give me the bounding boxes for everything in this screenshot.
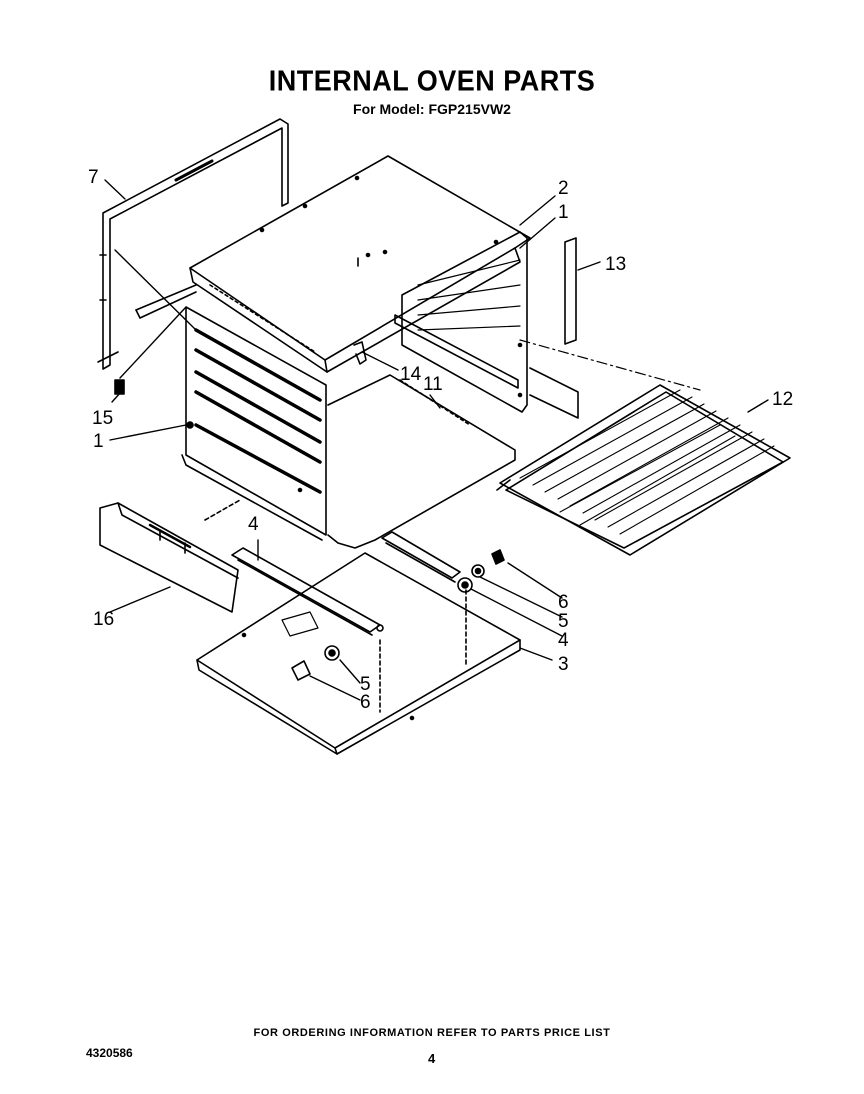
ordering-note: FOR ORDERING INFORMATION REFER TO PARTS … [253,1027,611,1039]
part-1-left-side-panel [135,284,327,541]
parts-5-6-right-hardware [457,549,505,593]
callout-labels: 7 2 1 13 14 11 15 1 12 4 16 6 5 4 3 5 6 [88,167,793,713]
callout-leader-lines [104,179,769,701]
parts-5-6-left-hardware [291,645,340,681]
part-15-clip [114,379,125,395]
callout-5-left: 5 [360,674,371,695]
part-12-oven-rack [496,384,791,556]
callout-13: 13 [605,254,626,275]
document-number: 4320586 [86,1046,133,1060]
callout-6-right: 6 [558,592,569,613]
callout-3: 3 [558,654,569,675]
page-number: 4 [428,1051,436,1066]
part-16-front-trim [99,499,241,613]
part-13-bracket [519,237,701,391]
part-14-hook [353,341,367,365]
callout-16: 16 [93,609,114,630]
callout-11: 11 [423,374,443,395]
part-11-bottom-liner [327,374,516,549]
callout-7: 7 [88,167,99,188]
callout-1-upper: 1 [558,202,569,223]
part-3-bottom-panel [196,552,521,755]
page-title: INTERNAL OVEN PARTS [268,65,596,97]
callout-14: 14 [400,364,422,385]
callout-1-left: 1 [93,431,104,452]
callout-4-right: 4 [558,630,569,651]
part-1-right-side-panel [394,231,579,419]
callout-12: 12 [772,389,793,410]
callout-4-left: 4 [248,514,259,535]
part-2-cavity-top [189,155,531,373]
part-4-right-channel [381,531,461,583]
callout-15: 15 [92,408,113,429]
model-subtitle: For Model: FGP215VW2 [353,101,511,117]
callout-6-left: 6 [360,692,371,713]
callout-2: 2 [558,178,569,199]
callout-5-right-upper: 5 [558,611,569,632]
part-7-frame [97,118,289,370]
